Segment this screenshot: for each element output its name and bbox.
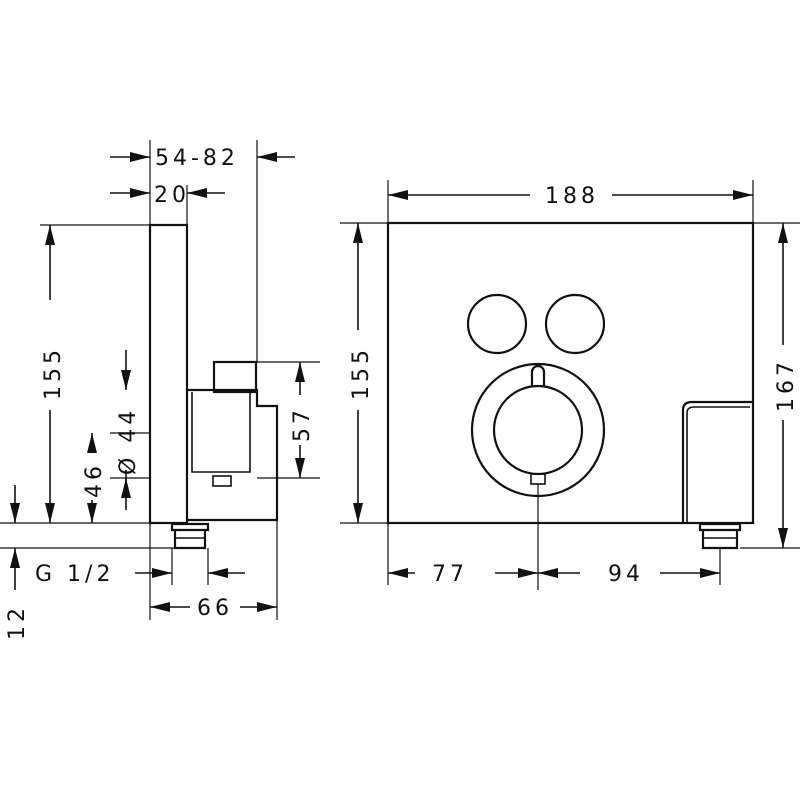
dim-bottom-offset: 12 [5,604,30,640]
front-view [386,221,755,550]
dim-left-to-center: 77 [432,562,468,587]
side-top-stub [212,360,258,394]
dim-pipe-diameter: Ø 44 [116,407,141,475]
thermostat-ring [470,362,606,498]
dim-side-plate-depth: 20 [154,183,190,208]
dim-front-height: 155 [349,346,374,400]
thermostat-knob [492,384,584,476]
front-bottom-connector [698,522,742,550]
side-view-dimensions [0,140,320,620]
side-body [187,388,279,522]
push-button-left [466,293,528,355]
dim-thread: G 1/2 [35,562,114,587]
side-view [148,223,279,550]
dim-side-box-height: 57 [290,406,315,442]
side-cover-plate [148,223,189,525]
dim-pipe-offset: 46 [82,462,107,498]
dim-side-height: 155 [41,346,66,400]
dim-front-total-height: 167 [774,358,799,412]
front-cover-plate [386,221,755,525]
side-bottom-connector [170,522,210,550]
front-view-dimensions [340,180,800,590]
push-button-right [544,293,606,355]
shower-outlet [681,400,753,523]
dim-front-width: 188 [545,184,599,209]
dim-side-depth-range: 54-82 [155,146,239,171]
dim-body-depth: 66 [197,596,233,621]
dim-center-to-outlet: 94 [608,562,644,587]
